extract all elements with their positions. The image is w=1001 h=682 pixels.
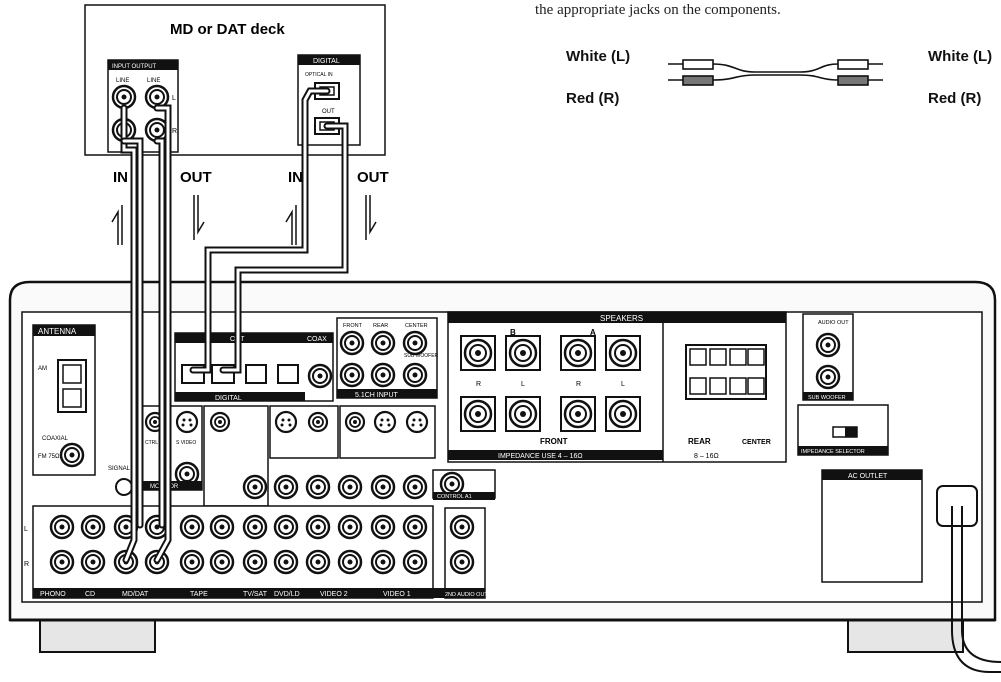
deck-title: MD or DAT deck: [170, 21, 285, 38]
s-video-label: S VIDEO: [176, 440, 196, 446]
label-phono: PHONO: [40, 591, 66, 598]
deck-line-in-label: LINE: [116, 78, 129, 84]
ctrl-a1-label: CTRL A1: [145, 440, 165, 446]
flow-out-right: OUT: [357, 169, 389, 186]
bottom-section-labels: PHONO CD MD/DAT TAPE TV/SAT DVD/LD VIDEO…: [40, 591, 488, 598]
antenna-label: ANTENNA: [38, 327, 77, 336]
stereo-cable-illustration: [668, 59, 883, 86]
label-tv-sat: TV/SAT: [243, 591, 268, 598]
instruction-text: the appropriate jacks on the components.: [535, 2, 781, 18]
fch-front-label: FRONT: [343, 323, 363, 329]
impedance-use-label: IMPEDANCE USE 4 – 16Ω: [498, 453, 583, 460]
ac-outlet: AC OUTLET: [821, 469, 923, 583]
am-label: AM: [38, 366, 47, 372]
label-dvd-ld: DVD/LD: [274, 591, 300, 598]
spk-l-label-2: L: [621, 381, 625, 388]
signal-gnd-terminal: [115, 478, 133, 496]
spk-front-label: FRONT: [540, 437, 568, 446]
label-2nd-audio-out: 2ND AUDIO OUT: [445, 592, 488, 598]
spk-center-label: CENTER: [742, 439, 771, 446]
sub-woofer-out-label: SUB WOOFER: [808, 395, 846, 401]
coax-header: COAX: [307, 336, 327, 343]
deck-r-label: R: [172, 128, 177, 135]
audio-out-section: AUDIO OUT SUB WOOFER: [802, 313, 854, 401]
deck-optical-out-label: OUT: [322, 109, 335, 115]
flow-out-left: OUT: [180, 169, 212, 186]
control-a1-label: CONTROL A1: [437, 494, 472, 500]
cable-legend-red-right: Red (R): [928, 90, 982, 107]
impedance-selector-label: IMPEDANCE SELECTOR: [801, 449, 865, 455]
signal-gnd-label: SIGNAL GND: [108, 466, 145, 472]
flow-in-right: IN: [288, 169, 303, 186]
fch-center-label: CENTER: [405, 323, 428, 329]
spk-rear-label: REAR: [688, 437, 711, 446]
speakers-section: SPEAKERS B A R L R L FRONT IMPEDANCE USE…: [447, 311, 787, 463]
spk-r-label: R: [476, 381, 481, 388]
bottom-rca-grid: [32, 474, 486, 599]
md-dat-deck: MD or DAT deck INPUT OUTPUT LINE LINE L …: [84, 4, 386, 156]
deck-input-output-label: INPUT OUTPUT: [112, 64, 157, 70]
fm-antenna-jack: [59, 442, 85, 468]
signal-flow-arrows: [111, 195, 377, 245]
spk-b-label: B: [510, 328, 516, 337]
cable-legend-red-left: Red (R): [566, 90, 620, 107]
row-r-label: R: [24, 561, 29, 568]
coaxial-label: COAXIAL: [42, 436, 69, 442]
label-tape: TAPE: [190, 591, 208, 598]
spk-a-label: A: [590, 328, 596, 337]
label-cd: CD: [85, 591, 95, 598]
power-cord: [936, 485, 1001, 673]
spk-l-label: L: [521, 381, 525, 388]
impedance-selector: IMPEDANCE SELECTOR: [797, 404, 889, 456]
digital-group-label: DIGITAL: [215, 395, 242, 402]
fm-label: FM 75Ω: [38, 454, 60, 460]
cable-legend-white-right: White (L): [928, 48, 993, 65]
fch-input-label: 5.1CH INPUT: [355, 392, 399, 399]
spk-r-label-2: R: [576, 381, 581, 388]
label-md-dat: MD/DAT: [122, 591, 149, 598]
deck-line-out-label: LINE: [147, 78, 160, 84]
deck-l-label: L: [172, 95, 176, 102]
label-video-2: VIDEO 2: [320, 591, 348, 598]
optical-cables: [189, 87, 349, 374]
antenna-section: ANTENNA AM COAXIAL FM 75Ω: [32, 324, 96, 476]
ac-outlet-label: AC OUTLET: [848, 473, 888, 480]
fch-rear-label: REAR: [373, 323, 388, 329]
five-ch-input-section: FRONT REAR CENTER SUB WOOFER 5.1CH INPUT: [336, 317, 439, 399]
deck-digital-label: DIGITAL: [313, 58, 340, 65]
row-l-label: L: [24, 526, 28, 533]
analog-cables: [120, 104, 172, 564]
fch-sub-woofer-label: SUB WOOFER: [404, 353, 439, 359]
deck-optical-in-label: OPTICAL IN: [305, 72, 333, 78]
audio-out-label: AUDIO OUT: [818, 320, 849, 326]
cable-legend-white-left: White (L): [566, 48, 631, 65]
speakers-header: SPEAKERS: [600, 314, 643, 323]
label-video-1: VIDEO 1: [383, 591, 411, 598]
coax-in-jack: [307, 363, 333, 389]
rear-impedance-label: 8 – 16Ω: [694, 453, 719, 460]
flow-in-left: IN: [113, 169, 128, 186]
